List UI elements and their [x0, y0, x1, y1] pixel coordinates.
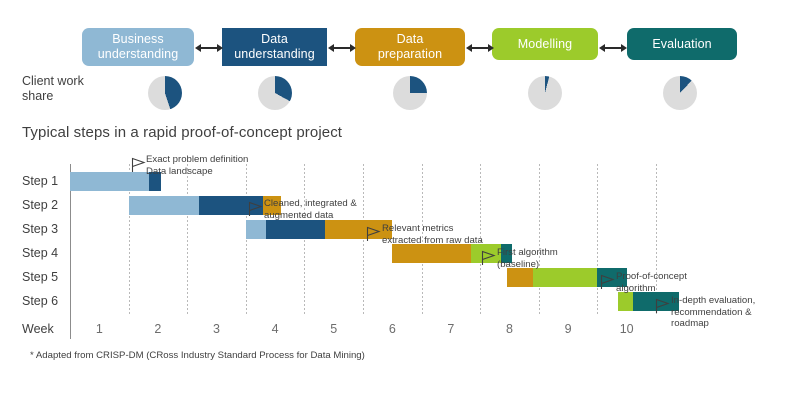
phase-label-line1: Business [112, 32, 164, 46]
step-label: Step 4 [22, 246, 59, 260]
callout-line: Data landscape [146, 165, 213, 177]
gantt-segment-data-preparation [506, 268, 533, 287]
gantt-bar-row [0, 196, 800, 215]
callout-line: (baseline) [497, 258, 540, 270]
gridline-week-6 [421, 164, 423, 316]
callout-text-in-depth-evaluation: In-depth evaluation,recommendation &road… [671, 295, 755, 330]
week-tick-6: 6 [388, 322, 396, 336]
week-tick-10: 10 [619, 322, 634, 336]
callout-line: Proof-of-concept [616, 271, 687, 282]
gantt-segment-data-understanding [266, 220, 325, 239]
arrow-4-icon [599, 44, 627, 52]
week-tick-5: 5 [330, 322, 338, 336]
client-work-share-label: Client work share [22, 74, 84, 103]
gantt-segment-modelling [532, 268, 598, 287]
week-tick-1: 1 [95, 322, 103, 336]
gantt-segment-data-preparation [392, 244, 472, 263]
phase-label-line1: Evaluation [652, 36, 712, 51]
week-tick-4: 4 [271, 322, 279, 336]
week-tick-9: 9 [564, 322, 572, 336]
week-tick-8: 8 [506, 322, 513, 336]
callout-line: roadmap [671, 318, 709, 329]
gantt-segment-evaluation [500, 244, 513, 263]
step-label: Step 6 [22, 294, 59, 308]
phase-box-modelling[interactable]: Modelling [492, 28, 598, 60]
phase-label-line2: understanding [234, 47, 315, 61]
week-axis-title: Week [22, 322, 54, 336]
gantt-bar-row [0, 244, 800, 263]
gridline-week-10 [656, 164, 657, 316]
callout-flag-icon [366, 226, 382, 242]
phase-label-line2: preparation [377, 47, 443, 61]
gantt-segment-business-understanding [245, 220, 267, 239]
section-title: Typical steps in a rapid proof-of-concep… [22, 124, 343, 141]
callout-line: Relevant metrics [382, 223, 454, 234]
gantt-segment-business-understanding [128, 196, 199, 215]
callout-line: First algorithm [497, 247, 558, 258]
gridline-week-5 [363, 164, 364, 316]
pie-chart-business-understanding [148, 76, 182, 110]
callout-line: extracted from raw data [382, 234, 483, 246]
gantt-axis-line [70, 164, 71, 339]
gantt-segment-data-preparation [263, 196, 281, 215]
gridline-week-9 [597, 164, 599, 316]
gantt-bar-row [0, 220, 800, 239]
gridline-week-3 [245, 164, 247, 316]
gridline-week-2 [187, 164, 189, 316]
callout-flag-icon [131, 157, 147, 173]
arrow-2-icon [328, 44, 356, 52]
arrow-1-icon [195, 44, 223, 52]
callout-text-cleaned-integrated: Cleaned, integrated &augmented data [264, 198, 357, 221]
gantt-segment-modelling [471, 244, 501, 263]
phase-box-evaluation[interactable]: Evaluation [627, 28, 737, 60]
callout-text-first-algorithm: First algorithm(baseline) [497, 247, 558, 270]
callout-line: Cleaned, integrated & [264, 198, 357, 209]
gantt-segment-data-understanding [149, 172, 161, 191]
gantt-bar-row [0, 172, 800, 191]
gantt-segment-modelling [617, 292, 633, 311]
callout-flag-icon [600, 274, 616, 290]
week-tick-7: 7 [447, 322, 455, 336]
gridline-week-4 [304, 164, 306, 316]
gantt-segment-data-understanding [198, 196, 264, 215]
pie-chart-modelling [528, 76, 562, 110]
phase-label-line1: Modelling [517, 36, 573, 51]
step-label: Step 2 [22, 198, 59, 212]
step-label: Step 5 [22, 270, 59, 284]
week-tick-3: 3 [213, 322, 220, 336]
gantt-chart: Step 1 Step 2 Step 3 Step 4 Step 5 Step 6 Wee… [0, 150, 800, 350]
phase-label-line1: Data [261, 32, 288, 46]
callout-flag-icon [481, 250, 497, 266]
gridline-week-8 [538, 164, 540, 316]
callout-line: Exact problem definition [146, 154, 249, 165]
phase-label-line2: understanding [97, 47, 179, 61]
arrow-3-icon [466, 44, 494, 52]
gridline-week-7 [480, 164, 482, 316]
pie-chart-evaluation [663, 76, 697, 110]
gantt-segment-data-preparation [324, 220, 393, 239]
week-tick-2: 2 [154, 322, 162, 336]
callout-line: algorithm [616, 282, 656, 294]
callout-line: recommendation & [671, 306, 752, 318]
callout-flag-icon [655, 298, 671, 314]
callout-line: augmented data [264, 209, 334, 221]
callout-flag-icon [248, 201, 264, 217]
step-label: Step 1 [22, 174, 59, 188]
callout-line: In-depth evaluation, [671, 295, 756, 306]
phase-label-line1: Data [396, 32, 424, 46]
gantt-segment-business-understanding [70, 172, 150, 191]
gridline-week-1 [128, 164, 130, 316]
step-label: Step 3 [22, 222, 59, 236]
pie-chart-data-preparation [393, 76, 427, 110]
footnote: * Adapted from CRISP-DM (CRoss Industry … [30, 350, 365, 361]
pie-chart-data-understanding [258, 76, 292, 110]
